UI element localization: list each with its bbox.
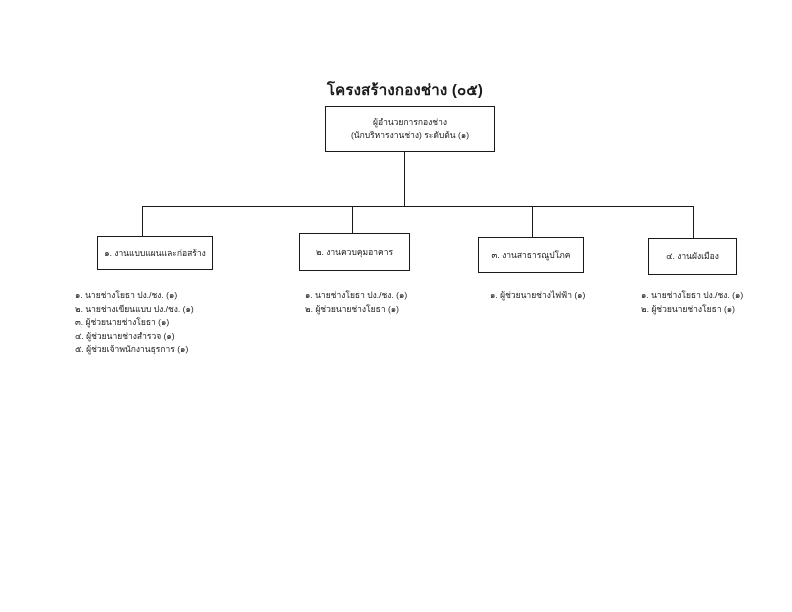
staff-list-public-utilities: ๑. ผู้ช่วยนายช่างไฟฟ้า (๑) (490, 289, 585, 303)
unit-label: ๔. งานผังเมือง (666, 251, 719, 261)
staff-list-building-control: ๑. นายช่างโยธา ปง./ชง. (๑) ๒. ผู้ช่วยนาย… (305, 289, 407, 316)
unit-box-public-utilities: ๓. งานสาธารณูปโภค (478, 237, 584, 273)
unit-box-design-construction: ๑. งานแบบแผนและก่อสร้าง (97, 236, 213, 270)
connector-drop-unit-3 (532, 206, 533, 237)
director-box: ผู้อำนวยการกองช่าง (นักบริหารงานช่าง) ระ… (325, 106, 495, 152)
staff-list-city-planning: ๑. นายช่างโยธา ปง./ชง. (๑) ๒. ผู้ช่วยนาย… (641, 289, 743, 316)
unit-label: ๒. งานควบคุมอาคาร (315, 246, 394, 257)
connector-horizontal-rail (142, 206, 694, 207)
staff-list-design-construction: ๑. นายช่างโยธา ปง./ชง. (๑) ๒. นายช่างเขี… (75, 289, 194, 357)
connector-drop-unit-1 (142, 206, 143, 236)
staff-item: ๒. นายช่างเขียนแบบ ปง./ชง. (๑) (75, 303, 194, 314)
connector-drop-unit-4 (693, 206, 694, 238)
connector-drop-unit-2 (352, 206, 353, 233)
staff-item: ๒. ผู้ช่วยนายช่างโยธา (๑) (305, 303, 400, 314)
staff-item: ๑. นายช่างโยธา ปง./ชง. (๑) (641, 290, 744, 300)
unit-box-city-planning: ๔. งานผังเมือง (648, 238, 737, 275)
unit-box-building-control: ๒. งานควบคุมอาคาร (299, 233, 410, 271)
unit-label: ๓. งานสาธารณูปโภค (491, 249, 571, 260)
director-title-line1: ผู้อำนวยการกองช่าง (372, 117, 447, 127)
staff-item: ๓. ผู้ช่วยนายช่างโยธา (๑) (75, 317, 170, 327)
staff-item: ๔. ผู้ช่วยนายช่างสำรวจ (๑) (75, 330, 175, 341)
unit-label: ๑. งานแบบแผนและก่อสร้าง (104, 247, 206, 258)
connector-trunk-line (404, 152, 405, 206)
staff-item: ๕. ผู้ช่วยเจ้าพนักงานธุรการ (๑) (75, 344, 189, 354)
staff-item: ๑. นายช่างโยธา ปง./ชง. (๑) (75, 290, 178, 300)
staff-item: ๑. ผู้ช่วยนายช่างไฟฟ้า (๑) (490, 290, 586, 300)
staff-item: ๑. นายช่างโยธา ปง./ชง. (๑) (305, 290, 408, 300)
director-title-line2: (นักบริหารงานช่าง) ระดับต้น (๑) (350, 130, 470, 140)
staff-item: ๒. ผู้ช่วยนายช่างโยธา (๑) (641, 303, 736, 314)
chart-title: โครงสร้างกองช่าง (๐๕) (326, 82, 484, 99)
